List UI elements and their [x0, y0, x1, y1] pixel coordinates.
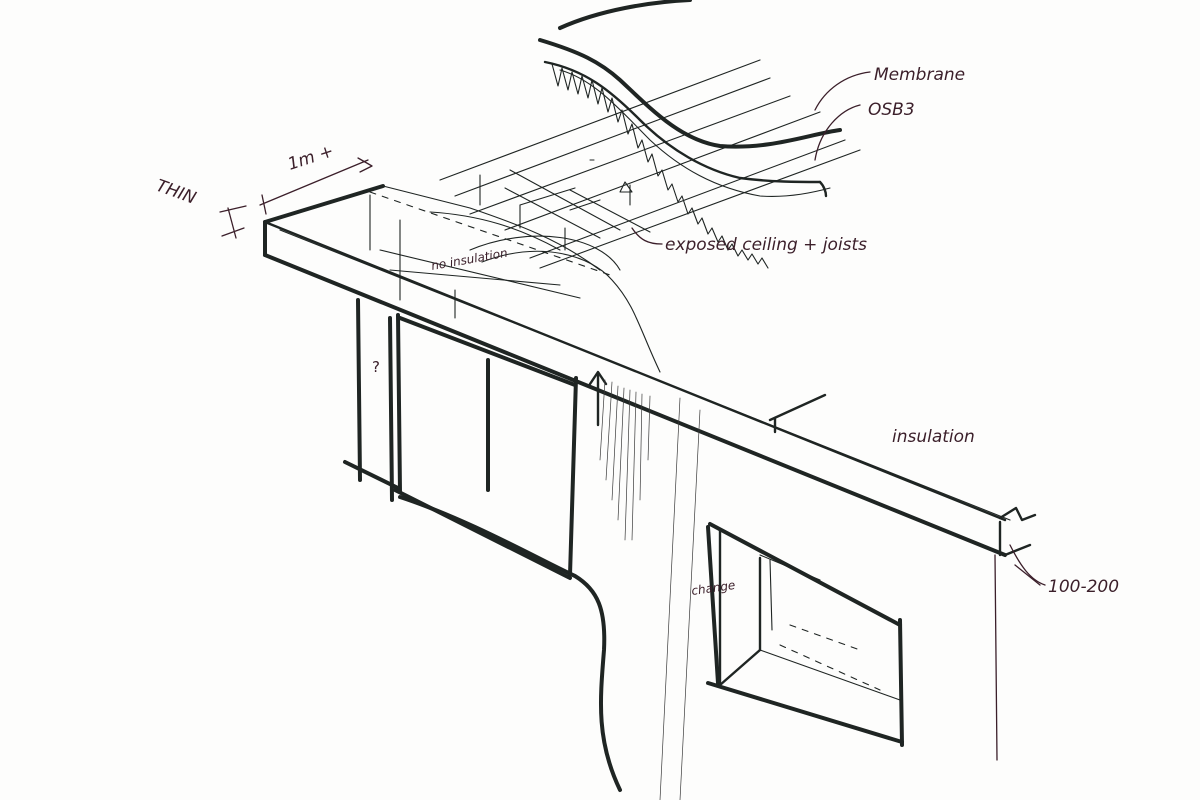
- left-wall: [343, 298, 701, 800]
- roof-slab: [263, 184, 1037, 557]
- window-opening: [706, 522, 904, 747]
- ceiling-joists: [439, 59, 861, 269]
- label-question-mark: ?: [372, 358, 380, 376]
- right-wall: [994, 554, 998, 761]
- dimension-markers: [219, 157, 1041, 586]
- label-no-insulation: no insulation: [430, 246, 508, 273]
- label-thickness: 100-200: [1048, 577, 1119, 597]
- label-thin: THIN: [153, 176, 199, 209]
- label-insulation: insulation: [892, 427, 975, 447]
- label-osb: OSB3: [868, 100, 915, 120]
- label-dimension: 1m +: [285, 141, 336, 175]
- label-change: change: [690, 578, 736, 598]
- leader-lines: [631, 71, 1046, 586]
- label-exposed-ceiling: exposed ceiling + joists: [665, 235, 867, 255]
- curved-roof-membrane: [538, 0, 842, 269]
- label-membrane: Membrane: [874, 65, 965, 85]
